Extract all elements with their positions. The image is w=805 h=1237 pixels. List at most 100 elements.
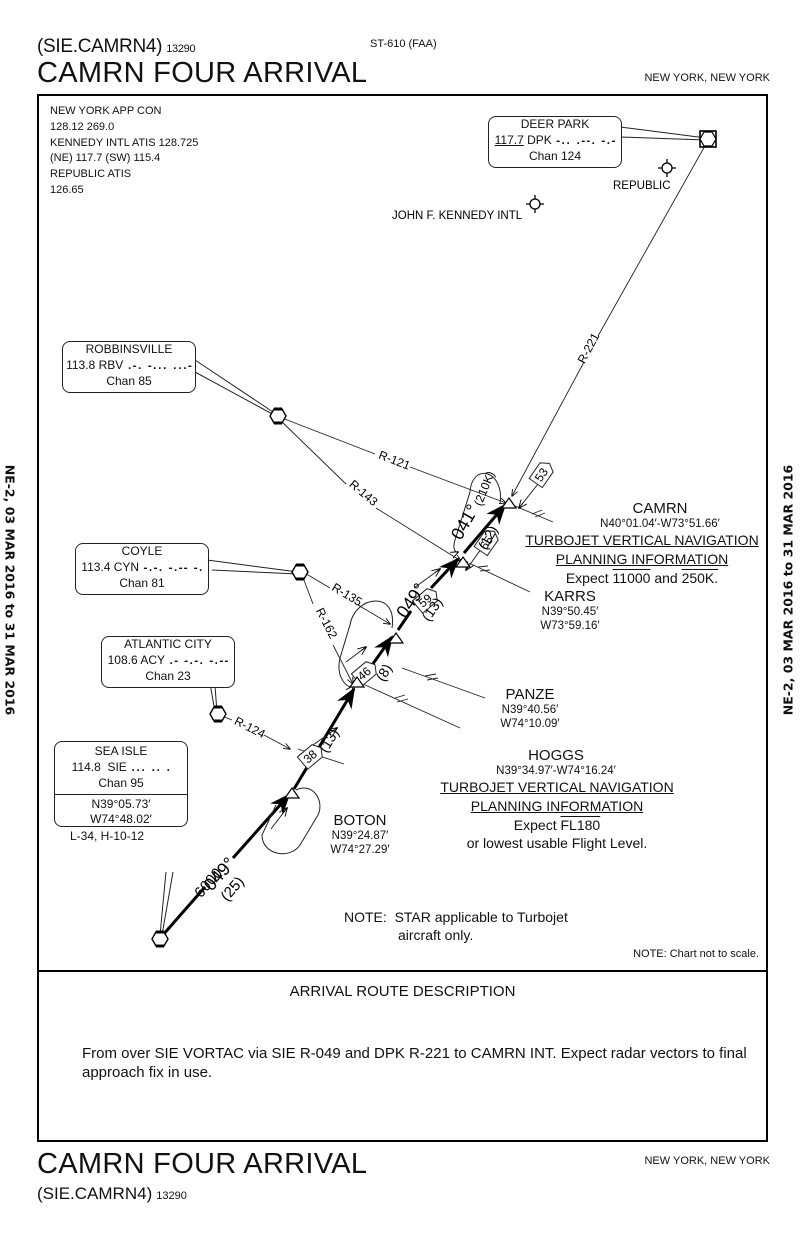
r124-line-right [263,734,290,749]
r121-label: R-121 [377,448,413,473]
r121-line-right [409,466,506,503]
airport-symbols [526,159,676,213]
r221-label: R-221 [575,330,603,366]
freq-line: NEW YORK APP CON [50,105,162,117]
r162-line-lower [332,644,353,684]
radial-lines [221,143,707,749]
hoggs-fix-icon [348,675,366,688]
note-line1: STAR applicable to Turbojet [394,909,568,925]
fix-name: HOGGS [528,747,584,764]
r135-line-right [357,604,390,624]
c65-box: 65 [473,530,499,557]
deer-park-vortac-icon [699,130,717,148]
chart-location: NEW YORK, NEW YORK [644,72,770,84]
route-description-title: ARRIVAL ROUTE DESCRIPTION [289,983,516,1000]
coyle-callout: COYLE 113.4 CYN -.-. -.-- -. Chan 81 [75,543,209,595]
freq-line: 128.12 269.0 [50,120,115,133]
amendment-number: 13290 [166,43,196,55]
navaid-lat: N39°05.73′ [91,796,151,811]
expect-altitude: 11000 [612,570,651,586]
footer-title: CAMRN FOUR ARRIVAL [37,1148,368,1180]
r143-label: R-143 [347,477,381,509]
c46-arrow [345,647,366,663]
boton-fix-icon [283,786,301,799]
fix-lat: N39°50.45′ [541,606,599,618]
fix-lat: N39°24.87′ [331,830,389,842]
republic-airport-icon [658,159,676,177]
r221-line-lower [512,361,585,496]
freq-line: KENNEDY INTL ATIS 128.725 [50,136,199,149]
morse-code-icon: ... .. . [130,762,171,774]
deer-park-leader [619,126,707,141]
freq-line: 126.65 [50,183,84,196]
fix-name: CAMRN [632,500,688,517]
fix-leaders [297,505,554,765]
holding-patterns [261,472,501,855]
navaid-lon: W74°48.02′ [90,812,152,826]
r143-line-lower [375,507,461,561]
navaid-name: DEER PARK [520,117,590,131]
main-route [160,503,507,937]
navaid-chan: Chan 81 [119,576,165,590]
navaid-ident: CYN [113,559,140,574]
and-text: and [654,570,678,586]
chart-frame [37,94,768,1142]
boton-fix-label: BOTON N39°24.87′ W74°27.29′ [310,812,410,857]
footer-location: NEW YORK, NEW YORK [644,1155,770,1167]
r124-label: R-124 [232,714,268,741]
sie-boton-seg-a [160,886,207,937]
expect-speed: 250K. [681,570,719,586]
deer-park-callout: DEER PARK 117.7 DPK -.. .--. -.- Chan 12… [488,116,622,168]
navaid-ident: SIE [107,759,127,774]
navaid-freq: 113.4 [81,559,111,574]
freq-line: REPUBLIC ATIS [50,168,132,181]
fix-symbols [283,496,518,799]
navaid-freq: 117.7 [494,132,524,147]
boton-holding [261,787,321,855]
navaid-name: ATLANTIC CITY [124,637,212,651]
hoggs-planning-info: TURBOJET VERTICAL NAVIGATION PLANNING IN… [430,778,684,852]
c38-arrow [312,728,337,746]
fix-coord: N40°01.04′-W73°51.66′ [600,518,720,530]
footer-amendment: 13290 [156,1190,187,1202]
fix-lon: W74°10.09′ [500,718,560,730]
r121-line-left [281,417,376,455]
boton-hoggs [292,687,356,790]
jfk-label: JOHN F. KENNEDY INTL [392,210,523,222]
navaid-freq: 113.8 [66,357,96,372]
morse-code-icon: -.-. -.-- -. [142,562,203,574]
sea-isle-leader [159,871,174,936]
karrs-fix-icon [454,555,472,568]
r162-label: R-162 [313,605,340,641]
turbojet-note: NOTE: STAR applicable to Turbojet aircra… [344,908,568,944]
footer-procedure-code: (SIE.CAMRN4)13290 [37,1184,187,1204]
fix-lon: W74°27.29′ [330,844,390,856]
chart-title: CAMRN FOUR ARRIVAL [37,57,368,89]
morse-code-icon: .- -.-. -.-- [168,655,229,667]
route-description-text: From over SIE VORTAC via SIE R-049 and D… [82,1045,747,1081]
navaid-ident: DPK [527,132,552,147]
camrn-fix-label: CAMRN N40°01.04′-W73°51.66′ [560,500,760,531]
boton-inbound-arrow [270,808,287,830]
r221-line-upper [597,143,707,337]
panze-fix-icon [387,631,405,644]
procedure-code: (SIE.CAMRN4)13290 [37,36,196,58]
navaid-symbols [151,130,717,948]
r135-line-left [302,571,331,589]
hoggs-leader [362,683,461,729]
panze-holding [338,600,393,687]
navaid-name: COYLE [121,544,163,558]
navaid-chan: Chan 23 [145,669,191,683]
planning-line2: PLANNING INFORMATION [470,798,644,814]
navaid-chan: Chan 85 [106,374,152,388]
c38-box: 38 [296,744,323,770]
coyle-vortac-icon [291,563,309,581]
communications-block: NEW YORK APP CON 128.12 269.0 KENNEDY IN… [50,104,198,199]
note-label: NOTE: [344,909,387,925]
camrn-holding [454,472,501,552]
camrn-leader [514,505,554,523]
freq-line: (NE) 117.7 (SW) 115.4 [50,152,161,165]
fix-coord: N39°34.97′-W74°16.24′ [496,765,616,777]
frame-divider [37,970,768,972]
